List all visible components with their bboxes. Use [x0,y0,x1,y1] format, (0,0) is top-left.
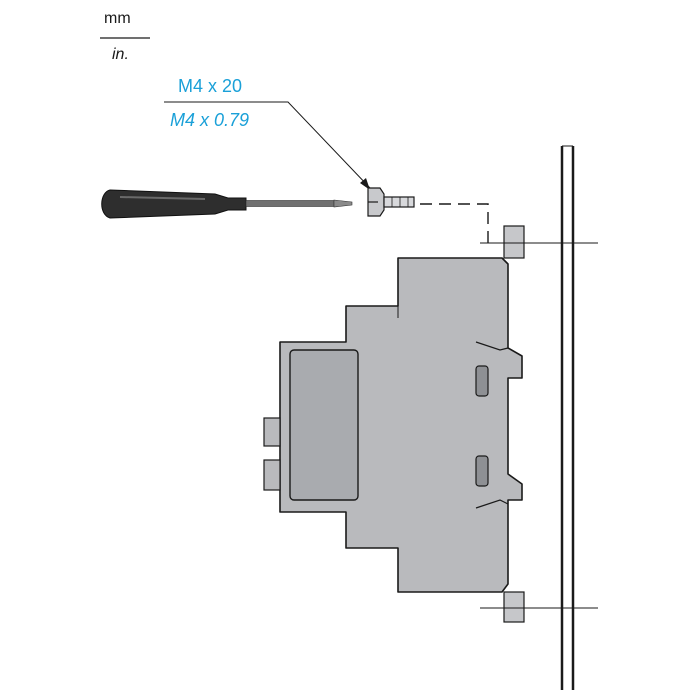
callout-arrowhead [360,178,370,190]
rail-clip-lower [475,499,509,509]
callout-leader-line [164,101,371,189]
upper-mounting-bracket [480,225,598,259]
unit-metric: mm [104,10,131,27]
mounting-panel [560,145,575,690]
screw-size-metric: M4 x 20 [178,76,243,96]
unit-imperial: in. [112,46,129,63]
screw-size-imperial: M4 x 0.79 [170,110,250,130]
screw-icon [367,187,415,217]
lower-mounting-bracket [480,591,598,623]
rail-clip-upper [475,341,509,351]
screwdriver-icon [101,189,353,219]
front-display-panel [289,349,359,501]
connector-upper [263,417,281,447]
clip-slot-lower [475,455,489,487]
connector-lower [263,459,281,491]
device-body [263,257,523,593]
clip-slot-upper [475,365,489,397]
insertion-path [420,203,489,244]
